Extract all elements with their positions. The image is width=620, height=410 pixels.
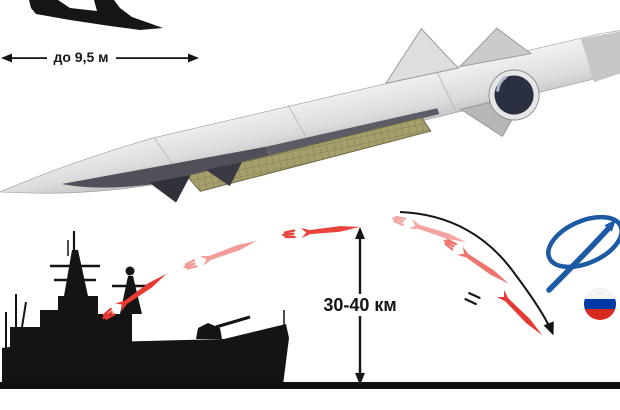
missile-underside-strip: [266, 108, 440, 157]
ship-main-mast: [64, 250, 88, 296]
dimension-line-right: [116, 57, 189, 59]
trajectory-missile: [443, 238, 512, 288]
missile-lower-fin-front: [149, 174, 191, 203]
trajectory-missile: [102, 269, 170, 320]
missile-silhouette-shape: [29, 0, 163, 30]
missile-dome-ring: [488, 69, 540, 121]
ship-aft-antenna: [15, 294, 27, 328]
missile-length-label: до 9,5 м: [53, 49, 109, 65]
trajectory-missile: [183, 236, 259, 270]
ship-radar-dome: [125, 266, 135, 276]
missile-silhouette-icon: [29, 0, 163, 30]
missile-dome-highlight: [496, 75, 507, 92]
russia-flag-icon: [584, 288, 616, 320]
descent-speed-dashes: [464, 292, 481, 306]
orbit-arrow-head: [604, 219, 616, 232]
flag-stripe-red: [584, 309, 616, 320]
ground-line: [0, 382, 620, 389]
impact-arrow-icon: [399, 211, 554, 336]
orbit-ellipse: [546, 214, 620, 270]
missile-lower-fin-rear: [205, 162, 243, 187]
dimension-line: [1, 53, 199, 63]
ship-yardarms: [50, 264, 100, 282]
missile-body: [0, 30, 620, 194]
orbit-arrow-shaft: [546, 226, 611, 293]
trajectory-missile: [496, 289, 546, 339]
ship-gun-turret: [196, 323, 222, 339]
missile-dome: [489, 70, 539, 120]
missile-intake-underside: [61, 146, 272, 188]
trajectory-missile: [392, 215, 469, 248]
missile-lattice-grid: [186, 117, 431, 192]
orbit-logo-icon: [546, 214, 620, 293]
dimension-arrow-left-icon: [1, 53, 12, 63]
hypersonic-missile-render: [0, 27, 620, 203]
trajectory-missile: [282, 221, 361, 239]
ship-superstructure: [40, 296, 132, 348]
missile-tail-fin-upper-1: [384, 28, 460, 85]
ship-gun-barrel: [215, 315, 251, 329]
missile-tail-fin-upper-2: [458, 27, 533, 68]
flag-stripe-blue: [584, 299, 616, 309]
dimension-line-left: [11, 57, 47, 59]
missile-tail-band: [580, 31, 620, 83]
ship-hull: [2, 324, 289, 385]
ship-aft-block: [10, 327, 40, 348]
flag-stripe-white: [584, 288, 616, 299]
flight-altitude-label: 30-40 км: [312, 294, 408, 316]
dimension-arrow-right-icon: [188, 53, 199, 63]
